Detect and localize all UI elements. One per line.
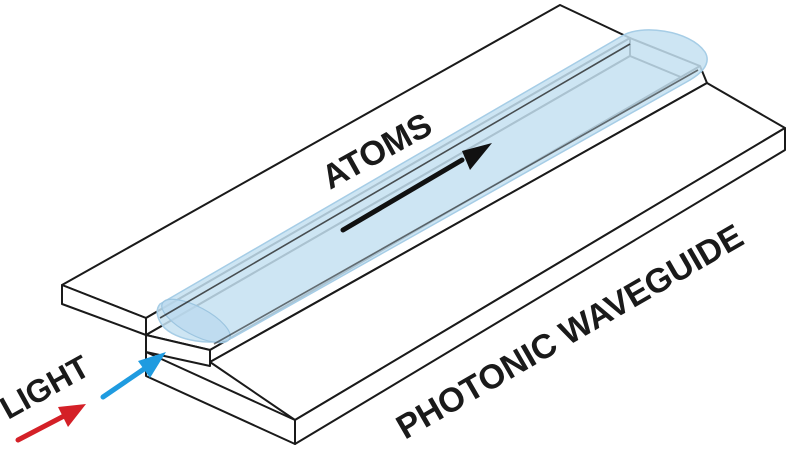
- arrow-red-icon: [15, 404, 86, 443]
- light-label: LIGHT: [0, 348, 96, 426]
- arrow-right-up-icon: [340, 143, 492, 233]
- channel-front: [145, 334, 211, 367]
- cloud-floor-line: [213, 69, 699, 345]
- arrow-blue-icon: [100, 352, 166, 400]
- cloud-channel-line: [159, 43, 631, 319]
- atom-cylinder-body: [156, 29, 708, 343]
- atom-cloud: [156, 29, 708, 345]
- atom-cylinder-near-end: [161, 298, 231, 344]
